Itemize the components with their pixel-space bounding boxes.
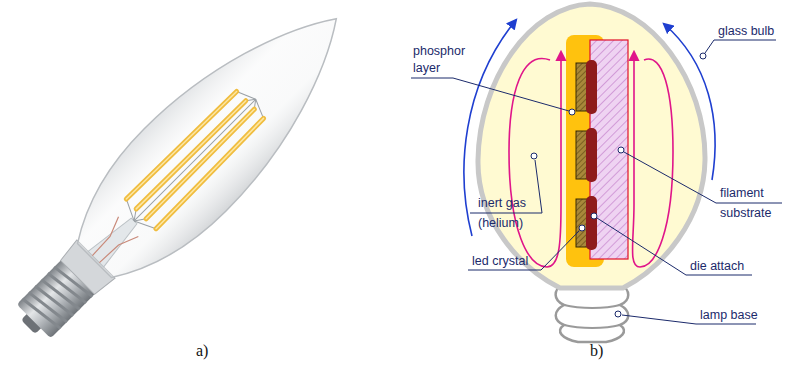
glass-bulb-shape (478, 4, 705, 288)
glass-bulb (53, 0, 377, 302)
lead-wire (86, 217, 125, 256)
base-thread (564, 305, 620, 328)
led-chip (586, 128, 597, 182)
base-thread (564, 305, 620, 308)
leader-dot (531, 153, 537, 159)
part-label: filament substrate (720, 183, 782, 223)
leader-dot (569, 109, 575, 115)
part-label: led crystal (472, 253, 528, 270)
leader-dot (591, 213, 597, 219)
panel-label: b) (590, 341, 603, 361)
panel-label: a) (196, 341, 208, 361)
led-filament (126, 90, 265, 229)
convection-loop (509, 52, 561, 267)
part-label: phosphor layer (413, 43, 469, 77)
led-chip (576, 60, 597, 250)
base-thread (564, 325, 620, 328)
convection-loop (509, 52, 673, 267)
leader-line (411, 40, 782, 324)
part-label: glass bulb (718, 23, 774, 40)
leader-dot (531, 53, 706, 317)
support-wire (119, 84, 270, 235)
lamp-photo (0, 0, 377, 368)
led-filament (145, 109, 255, 219)
leader-dot (615, 311, 621, 317)
lead-wire (86, 217, 138, 269)
leader-line (705, 40, 776, 53)
part-label: inert gas (helium) (478, 193, 540, 233)
leader-line (411, 78, 569, 111)
heat-flow-arc (464, 20, 715, 236)
led-chip (586, 60, 597, 114)
convection-loop (633, 52, 674, 267)
support-wire (134, 99, 256, 221)
part-label: lamp base (700, 307, 758, 324)
leader-dot (618, 147, 624, 153)
led-chip (586, 196, 597, 250)
led-filament (155, 118, 265, 228)
glass-stem (88, 213, 142, 267)
heat-flow-arc (664, 24, 715, 180)
leader-dot (700, 53, 706, 59)
lead-wire (99, 230, 138, 269)
leader-line (468, 231, 579, 270)
leader-line (597, 218, 752, 275)
leader-dot (579, 225, 585, 231)
lamp-base-shape (556, 284, 629, 342)
part-label: die attach (690, 258, 744, 275)
lamp-section (411, 4, 782, 342)
